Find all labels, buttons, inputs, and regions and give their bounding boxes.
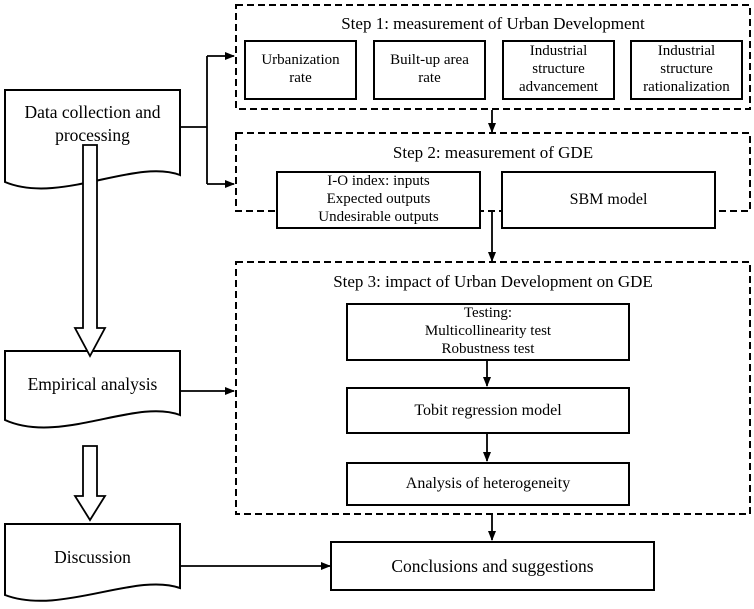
industrial-structure-advancement-box: Industrial structure advancement	[502, 40, 615, 100]
branch-connector	[180, 52, 235, 188]
industrial-structure-rationalization-box: Industrial structure rationalization	[630, 40, 743, 100]
step2-title: Step 2: measurement of GDE	[392, 143, 594, 162]
urbanization-rate-label: Urbanization rate	[261, 52, 340, 86]
heterogeneity-label: Analysis of heterogeneity	[405, 475, 571, 493]
built-up-area-rate-box: Built-up area rate	[373, 40, 486, 100]
urbanization-rate-box: Urbanization rate	[244, 40, 357, 100]
step2-container	[235, 132, 751, 212]
testing-label: Testing: Multicollinearity test Robustne…	[424, 305, 552, 357]
industrial-structure-advancement-label: Industrial structure advancement	[518, 43, 599, 95]
conclusions-box: Conclusions and suggestions	[330, 541, 655, 591]
hollow-arrow-2	[73, 445, 107, 522]
conclusions-label: Conclusions and suggestions	[391, 555, 594, 576]
testing-box: Testing: Multicollinearity test Robustne…	[346, 303, 630, 361]
io-index-box: I-O index: inputs Expected outputs Undes…	[276, 171, 481, 229]
empirical-analysis-label: Empirical analysis	[27, 374, 158, 394]
data-collection-doc-shape	[4, 89, 181, 190]
empirical-doc-shape	[4, 350, 181, 429]
step3-title: Step 3: impact of Urban Development on G…	[333, 272, 653, 291]
discussion-doc-shape	[4, 523, 181, 602]
step3-container	[235, 261, 751, 515]
discussion-label: Discussion	[54, 547, 131, 567]
sbm-model-box: SBM model	[501, 171, 716, 229]
data-collection-label: Data collection and processing	[24, 102, 161, 145]
built-up-area-rate-label: Built-up area rate	[390, 52, 469, 86]
io-index-label: I-O index: inputs Expected outputs Undes…	[318, 173, 439, 225]
step1-title: Step 1: measurement of Urban Development	[341, 14, 645, 33]
industrial-structure-rationalization-label: Industrial structure rationalization	[643, 43, 730, 95]
hollow-arrow-1	[73, 144, 107, 358]
heterogeneity-box: Analysis of heterogeneity	[346, 462, 630, 506]
tobit-regression-box: Tobit regression model	[346, 387, 630, 434]
sbm-model-label: SBM model	[569, 191, 648, 209]
step1-container	[235, 4, 751, 110]
tobit-regression-label: Tobit regression model	[414, 401, 562, 419]
